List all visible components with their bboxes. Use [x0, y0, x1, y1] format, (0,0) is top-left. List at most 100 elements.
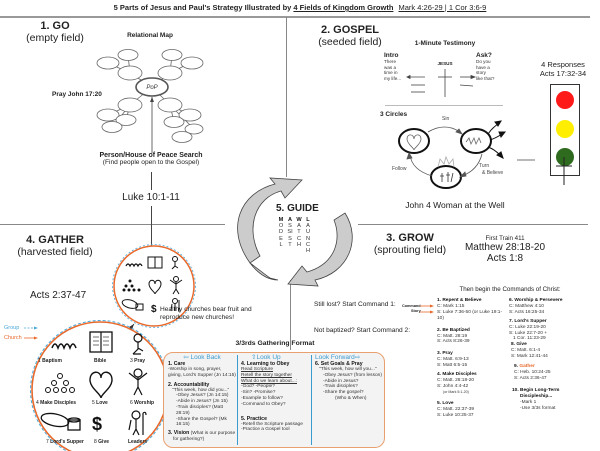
multiplication-tree-icon: [45, 373, 75, 393]
kneeling-person-icon: [172, 256, 178, 262]
element-label: Leaders: [128, 439, 148, 445]
command-heading: 10. Begin Long-Term: [512, 387, 560, 393]
format-line: Read Scripture: [241, 367, 273, 372]
look-forward-column: Look Forward⇨ 6. Set Goals & Pray "This …: [315, 353, 383, 447]
go-reference: Luke 10:1-11: [122, 192, 180, 203]
testimony-title: 1-Minute Testimony: [414, 40, 476, 47]
title-prefix: 5 Parts of Jesus and Paul's Strategy Ill…: [113, 3, 292, 12]
command-heading: 6. Worship & Persevere: [509, 298, 563, 303]
jesus-label: JESUS: [437, 61, 453, 66]
guide-letter: SI: [287, 229, 293, 236]
responses-reference: Acts 17:32-34: [539, 69, 587, 78]
guide-title: 5. GUIDE: [276, 203, 319, 214]
divider-right: [358, 224, 588, 225]
gather-section-header: 4. GATHER (harvested field): [15, 234, 95, 258]
command-line: C: Matt. 6:9-13: [437, 357, 469, 363]
element-number: 1: [38, 358, 41, 364]
command-heading: 8. Give: [511, 342, 527, 348]
element-label: Make Disciples: [40, 400, 77, 406]
guide-cycle-arrows: [237, 177, 353, 287]
format-line: -Abide in Jesus?: [323, 378, 359, 384]
first-train-label: First Train 411: [485, 235, 525, 242]
peace-search-subtitle: (Find people open to the Gospel): [102, 159, 200, 166]
command-heading: 4. Make Disciples: [437, 372, 477, 378]
sin-label: Sin: [442, 116, 449, 122]
element-label: Worship: [134, 400, 155, 406]
command-line: C: Mark 1:15: [437, 303, 465, 309]
command-heading: 9.: [514, 364, 520, 370]
divider-top: [286, 17, 287, 177]
look-up-column: ⇧Look Up 4. Learning to Obey Read Script…: [241, 353, 309, 447]
guide-letter: A: [306, 223, 310, 230]
testimony-divider: [385, 105, 503, 106]
gospel-circle: [430, 165, 462, 189]
fruit-text-line-2: reproduce new churches!: [160, 314, 235, 321]
multiplication-tree-icon: [122, 279, 141, 292]
gather-element-lords-supper: 7 Lord's Supper: [46, 439, 84, 445]
waves-icon: [51, 343, 77, 351]
learning-to-obey-heading: 4. Learning to Obey: [241, 361, 290, 367]
command-legend-label: Command: [402, 304, 421, 308]
fruit-text-line-1: Healthy churches bear fruit and: [160, 306, 252, 313]
relational-map-diagram: PoP: [96, 49, 204, 153]
command-heading: 5. Love: [437, 400, 454, 406]
command-line: -Mark 1: [520, 399, 537, 405]
dollar-icon: $: [151, 304, 157, 315]
left-arrow-icon: [406, 74, 411, 80]
broken-circle: [460, 128, 492, 154]
format-line: What do we learn about...:: [241, 378, 297, 384]
crown-icon: [437, 155, 455, 168]
look-up-label: Look Up: [256, 354, 281, 361]
command-line: C: Matt. 22:37-39: [437, 406, 475, 412]
element-number: 6: [130, 400, 133, 406]
format-line: -Obey Jesus? (from lesson): [323, 372, 382, 378]
intro-block: Intro There was a time in my life...: [384, 52, 401, 81]
divider-left: [0, 224, 225, 225]
format-line: -Obey Jesus? (Jn 14:15): [176, 393, 229, 399]
look-forward-label: Look Forward: [315, 354, 355, 361]
gather-subtitle: (harvested field): [17, 246, 93, 258]
command-line: C: Luke 22:19-20: [509, 324, 546, 330]
command-heading: 1. Repent & Believe: [437, 298, 482, 303]
guide-letter: A: [287, 217, 293, 223]
cross-response-diagram: [517, 157, 572, 185]
heart-icon: [148, 279, 162, 295]
raised-hands-person-icon: [128, 368, 148, 396]
up-arrow-icon: ⇧: [251, 354, 257, 361]
command-line: S: Mark 12:41-44: [511, 354, 548, 360]
group-legend-label: Group: [4, 325, 20, 331]
gospel-subtitle: (seeded field): [318, 36, 382, 48]
look-back-header: ⇦ Look Back: [168, 353, 236, 361]
gospel-title: 2. GOSPEL: [320, 24, 380, 36]
commands-intro: Then begin the Commands of Christ:: [459, 286, 561, 293]
gather-element-bible: Bible: [94, 358, 106, 364]
guide-letter: S: [288, 235, 292, 242]
gathering-format-box: ⇦ Look Back 1. Care -Worship in song, pr…: [163, 352, 385, 448]
bread-cup-icon: [40, 412, 81, 431]
look-forward-header: Look Forward⇨: [315, 353, 383, 361]
go-subtitle: (empty field): [26, 32, 84, 44]
set-goals-heading: 6. Set Goals & Pray: [315, 361, 363, 367]
guide-letter: E: [279, 235, 283, 242]
guide-letter: H: [305, 248, 311, 255]
gather-element-worship: 6 Worship: [130, 400, 154, 406]
green-light-icon: [556, 148, 574, 166]
gather-title: 4. GATHER: [26, 234, 84, 246]
header-divider: [0, 16, 590, 18]
command-heading: 7. Lord's Supper: [509, 318, 547, 324]
shepherd-icon: [128, 410, 147, 436]
command-line: S: John 4:4-42: [437, 383, 469, 389]
command-line: 1 Cor. 11:23-29: [513, 336, 546, 342]
command-line: -Use 3/3s format: [520, 405, 556, 411]
care-heading: 1. Care: [168, 361, 186, 367]
format-line: "This week, how will you...": [319, 367, 377, 372]
shepherd-icon: [170, 298, 180, 312]
heart-icon: [89, 371, 113, 399]
look-back-column: ⇦ Look Back 1. Care -Worship in song, pr…: [168, 353, 236, 447]
format-line: -God? -People?: [241, 384, 275, 390]
